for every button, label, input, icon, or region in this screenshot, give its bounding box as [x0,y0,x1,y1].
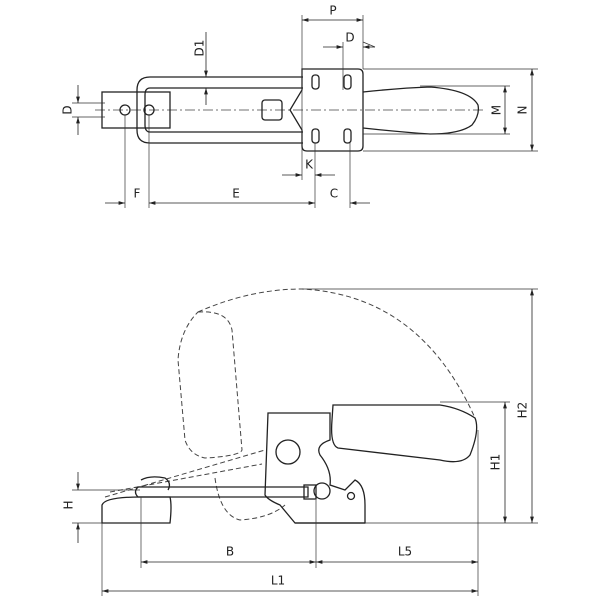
label-B: B [226,545,234,559]
extension-lines [72,288,538,596]
clamp-body [264,412,366,524]
swing-arc [197,288,476,419]
small-hole [346,491,356,501]
mounting-slot [311,128,320,144]
top-view: P D D1 D M N K F E C [61,4,538,208]
handle-top [362,86,480,135]
label-K: K [305,158,314,172]
base-plate [289,68,364,152]
strap-outer [136,76,303,144]
side-view: H2 H1 H B L5 L1 [62,288,538,596]
hook-block [101,91,171,129]
handle [330,404,478,463]
threaded-rod [134,486,309,498]
linkage-open-position [104,449,286,521]
mounting-slot [343,74,352,90]
hex-nut [303,484,317,500]
label-F: F [134,187,141,201]
adjustment-nut [313,482,331,500]
hook-tip [140,476,171,491]
hook-foot [101,496,172,524]
label-L5: L5 [398,545,412,559]
label-M: M [490,105,504,115]
extension-lines [72,15,538,208]
label-C: C [330,187,338,201]
label-L1: L1 [271,574,285,588]
label-H: H [62,500,76,509]
label-D-left: D [61,105,75,114]
roller [261,99,283,121]
pivot-hole [275,439,301,465]
label-H2: H2 [516,402,530,419]
strap-inner [144,87,303,133]
handle-open-position [177,311,243,459]
label-N: N [516,106,530,115]
label-D1: D1 [193,40,207,57]
label-D-top: D [345,31,354,45]
mounting-slot [343,128,352,144]
label-E: E [232,187,240,201]
label-P: P [329,4,336,18]
mounting-slot [311,74,320,90]
label-H1: H1 [489,454,503,471]
